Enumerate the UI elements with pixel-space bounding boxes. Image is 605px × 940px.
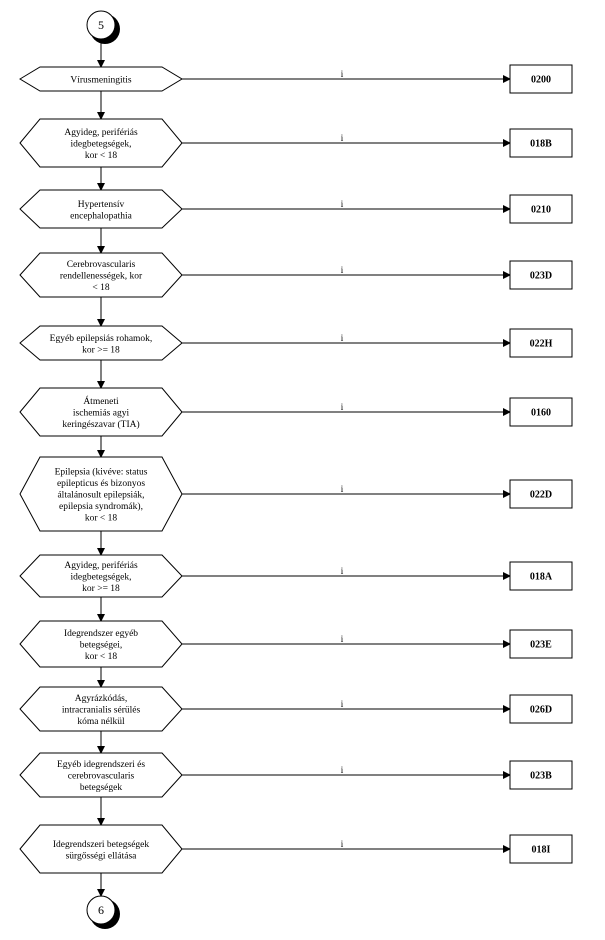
result-code: 023D xyxy=(530,271,552,282)
decision-label: Egyéb epilepsiás rohamok, xyxy=(50,334,153,344)
result-code: 018I xyxy=(532,845,551,856)
decision-node: Agyideg, perifériás idegbetegségek,kor < … xyxy=(19,118,183,168)
decision-node: Egyéb epilepsiás rohamok,kor >= 18 xyxy=(19,325,183,361)
decision-label: Epilepsia (kivéve: status xyxy=(55,467,148,478)
decision-shape xyxy=(19,824,183,874)
result-code-box: 026D xyxy=(509,694,573,724)
end-connector-label: 6 xyxy=(98,903,104,917)
result-code-box: 018B xyxy=(509,128,573,158)
decision-label: intracranialis sérülés xyxy=(62,706,141,716)
start-connector: 5 xyxy=(86,10,120,44)
result-code-box: 0160 xyxy=(509,397,573,427)
decision-label: Idegrendszeri betegségek xyxy=(53,840,150,850)
yes-label: i xyxy=(341,839,344,849)
result-code: 023E xyxy=(530,640,552,651)
yes-label: i xyxy=(341,484,344,494)
decision-label: encephalopathia xyxy=(70,211,133,221)
decision-label: Idegrendszer egyéb xyxy=(64,629,138,639)
decision-label: kor >= 18 xyxy=(82,345,120,355)
decision-label: Egyéb idegrendszeri és xyxy=(57,760,145,770)
decision-label: Agyideg, perifériás xyxy=(64,560,138,571)
result-code-box: 023D xyxy=(509,260,573,290)
decision-node: Vírusmeningitis xyxy=(19,66,183,92)
result-code: 0200 xyxy=(531,75,551,86)
decision-shape xyxy=(19,554,183,598)
decision-node: Egyéb idegrendszeri és cerebrovascularisb… xyxy=(19,752,183,798)
decision-label: Agyrázkódás, xyxy=(75,694,128,704)
result-code-box: 0210 xyxy=(509,194,573,224)
decision-node: Cerebrovascularis rendellenességek, kor< … xyxy=(19,252,183,298)
result-code-box: 018I xyxy=(509,834,573,864)
decision-label: betegségei, xyxy=(80,641,122,651)
decision-label: kor < 18 xyxy=(85,151,118,161)
result-code: 0160 xyxy=(531,408,551,419)
result-code-box: 023E xyxy=(509,629,573,659)
decision-shape xyxy=(19,325,183,361)
decision-label: Hypertensív xyxy=(78,200,125,210)
yes-label: i xyxy=(341,402,344,412)
end-connector: 6 xyxy=(86,895,120,929)
result-code: 023B xyxy=(530,771,552,782)
result-code-box: 018A xyxy=(509,561,573,591)
start-connector-label: 5 xyxy=(98,18,104,32)
result-code: 018A xyxy=(530,572,553,583)
result-code-box: 022D xyxy=(509,479,573,509)
decision-shape xyxy=(19,118,183,168)
decision-shape xyxy=(19,620,183,668)
decision-label: általánosult epilepsiák, xyxy=(57,491,144,501)
decision-label: Átmeneti xyxy=(83,395,119,407)
decision-label: betegségek xyxy=(80,783,122,793)
decision-label: kóma nélkül xyxy=(77,717,125,727)
result-code: 022D xyxy=(530,490,552,501)
decision-label: Cerebrovascularis xyxy=(67,260,136,270)
decision-node: Idegrendszer egyéb betegségei,kor < 18 xyxy=(19,620,183,668)
result-code: 022H xyxy=(530,339,553,350)
decision-label: Agyideg, perifériás xyxy=(64,127,138,138)
yes-label: i xyxy=(341,265,344,275)
yes-label: i xyxy=(341,566,344,576)
result-code-box: 022H xyxy=(509,328,573,358)
result-code-box: 023B xyxy=(509,760,573,790)
decision-shape xyxy=(19,189,183,229)
decision-label: kor < 18 xyxy=(85,514,118,524)
decision-label: keringészavar (TIA) xyxy=(62,419,139,430)
decision-label: idegbetegségek, xyxy=(71,140,132,150)
yes-label: i xyxy=(341,765,344,775)
decision-label: Vírusmeningitis xyxy=(70,76,132,86)
decision-label: rendellenességek, kor xyxy=(60,272,143,282)
result-code-box: 0200 xyxy=(509,64,573,94)
result-code: 026D xyxy=(530,705,552,716)
decision-shape xyxy=(19,686,183,732)
yes-label: i xyxy=(341,133,344,143)
decision-shape xyxy=(19,387,183,437)
decision-label: idegbetegségek, xyxy=(71,573,132,583)
decision-shape xyxy=(19,752,183,798)
decision-label: kor >= 18 xyxy=(82,584,120,594)
decision-label: epilepticus és bizonyos xyxy=(57,479,145,489)
result-code: 0210 xyxy=(531,205,551,216)
decision-node: Agyideg, perifériás idegbetegségek,kor >=… xyxy=(19,554,183,598)
decision-shape xyxy=(19,456,183,532)
decision-label: ischemiás agyi xyxy=(73,409,130,419)
result-code: 018B xyxy=(530,139,552,150)
decision-label: kor < 18 xyxy=(85,652,118,662)
yes-label: i xyxy=(341,199,344,209)
decision-label: < 18 xyxy=(92,283,109,293)
decision-shape xyxy=(19,252,183,298)
decision-label: sürgősségi ellátása xyxy=(66,851,138,861)
yes-label: i xyxy=(341,69,344,79)
yes-label: i xyxy=(341,634,344,644)
decision-label: cerebrovascularis xyxy=(68,772,135,782)
decision-shape xyxy=(19,66,183,92)
yes-label: i xyxy=(341,333,344,343)
decision-label: epilepsia syndromák), xyxy=(59,501,143,512)
yes-label: i xyxy=(341,699,344,709)
